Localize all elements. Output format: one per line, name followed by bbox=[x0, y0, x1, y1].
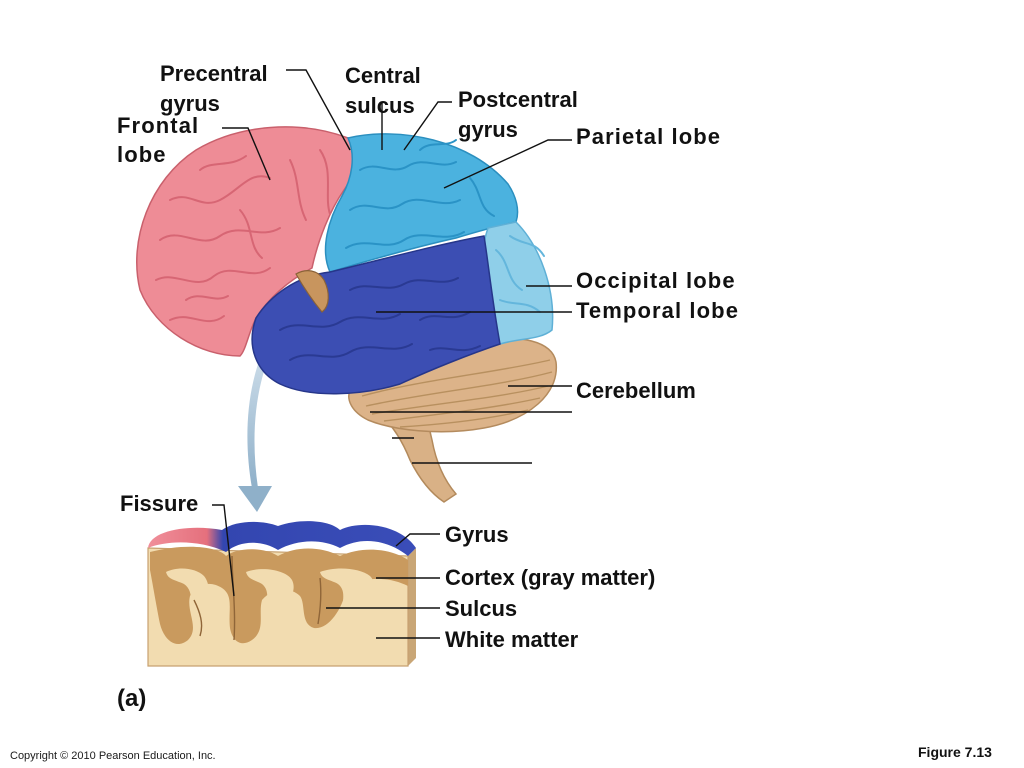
label-precentral-gyrus-line2: gyrus bbox=[160, 91, 220, 116]
label-frontal-lobe-line1: Frontal bbox=[117, 113, 200, 138]
figure-number: Figure 7.13 bbox=[918, 744, 992, 760]
label-central-sulcus: Central sulcus bbox=[345, 61, 421, 121]
insula-stub bbox=[295, 270, 329, 313]
frontal-lobe-shape bbox=[136, 126, 357, 357]
label-sulcus: Sulcus bbox=[445, 596, 518, 621]
label-cerebellum: Cerebellum bbox=[576, 378, 696, 403]
label-cortex-gray-matter: Cortex (gray matter) bbox=[445, 565, 656, 590]
label-occipital-lobe: Occipital lobe bbox=[576, 268, 736, 293]
tissue-block-shape bbox=[147, 521, 416, 667]
label-frontal-lobe-line2: lobe bbox=[117, 142, 167, 167]
label-precentral-gyrus-line1: Precentral bbox=[160, 61, 268, 86]
label-parietal-lobe: Parietal lobe bbox=[576, 124, 722, 149]
label-precentral-gyrus: Precentral gyrus bbox=[160, 59, 268, 119]
label-postcentral-gyrus: Postcentral gyrus bbox=[458, 85, 578, 145]
label-postcentral-gyrus-line2: gyrus bbox=[458, 117, 518, 142]
label-fissure: Fissure bbox=[120, 491, 199, 516]
label-postcentral-gyrus-line1: Postcentral bbox=[458, 87, 578, 112]
label-white-matter: White matter bbox=[445, 627, 579, 652]
parietal-lobe-shape bbox=[324, 133, 519, 273]
label-frontal-lobe: Frontal lobe bbox=[117, 111, 199, 169]
block-leader-lines bbox=[212, 504, 440, 639]
leader-lines bbox=[222, 69, 572, 464]
label-central-sulcus-line1: Central bbox=[345, 63, 421, 88]
label-gyrus: Gyrus bbox=[445, 522, 509, 547]
label-central-sulcus-line2: sulcus bbox=[345, 93, 415, 118]
copyright-text: Copyright © 2010 Pearson Education, Inc. bbox=[10, 750, 216, 762]
panel-label: (a) bbox=[117, 685, 147, 712]
label-temporal-lobe: Temporal lobe bbox=[576, 298, 740, 323]
